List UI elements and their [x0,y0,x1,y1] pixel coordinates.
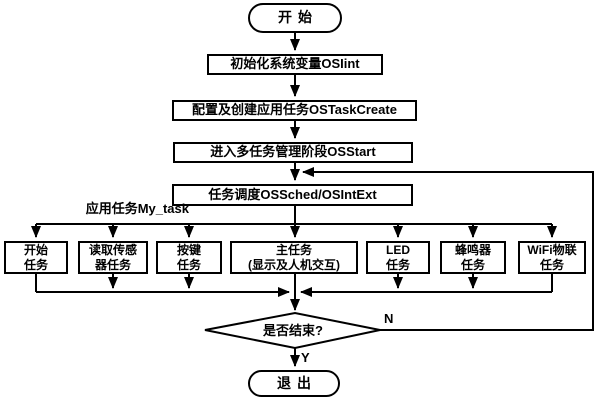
task-box-keys: 按键 任务 [156,241,222,274]
start-terminator: 开始 [248,3,342,33]
process-step-os-start: 进入多任务管理阶段OSStart [173,142,413,163]
task-label-line: 任务 [385,257,410,272]
task-label-line: 任务 [23,257,48,272]
task-box-led: LED 任务 [366,241,430,274]
task-label-line: 任务 [460,257,485,272]
end-terminator: 退出 [248,370,340,397]
task-box-start: 开始 任务 [4,241,68,274]
decision-label: 是否结束? [263,323,323,338]
task-label-line: 开始 [23,242,48,257]
task-label-line: 任务 [176,257,201,272]
task-group-label: 应用任务My_task [85,201,189,216]
decision-yes-label: Y [301,350,310,365]
process-step-init: 初始化系统变量OSIint [207,54,383,75]
task-label-line: LED [386,242,410,257]
task-label-line: 按键 [176,242,201,257]
process-step-task-create: 配置及创建应用任务OSTaskCreate [172,100,417,121]
process-step-scheduler: 任务调度OSSched/OSIntExt [172,184,413,206]
decision-no-label: N [384,311,394,326]
task-label-line: 读取传感 [88,242,137,257]
task-label-line: 蜂鸣器 [454,242,491,257]
task-label-line: 任务 [539,257,564,272]
task-box-sensor-read: 读取传感 器任务 [78,241,148,274]
task-box-main: 主任务 (显示及人机交互) [230,241,358,274]
task-label-line: (显示及人机交互) [248,257,340,272]
task-box-buzzer: 蜂鸣器 任务 [440,241,506,274]
task-box-wifi-iot: WiFi物联 任务 [518,241,586,274]
task-label-line: 主任务 [275,242,312,257]
task-label-line: WiFi物联 [527,242,577,257]
task-label-line: 器任务 [94,257,131,272]
